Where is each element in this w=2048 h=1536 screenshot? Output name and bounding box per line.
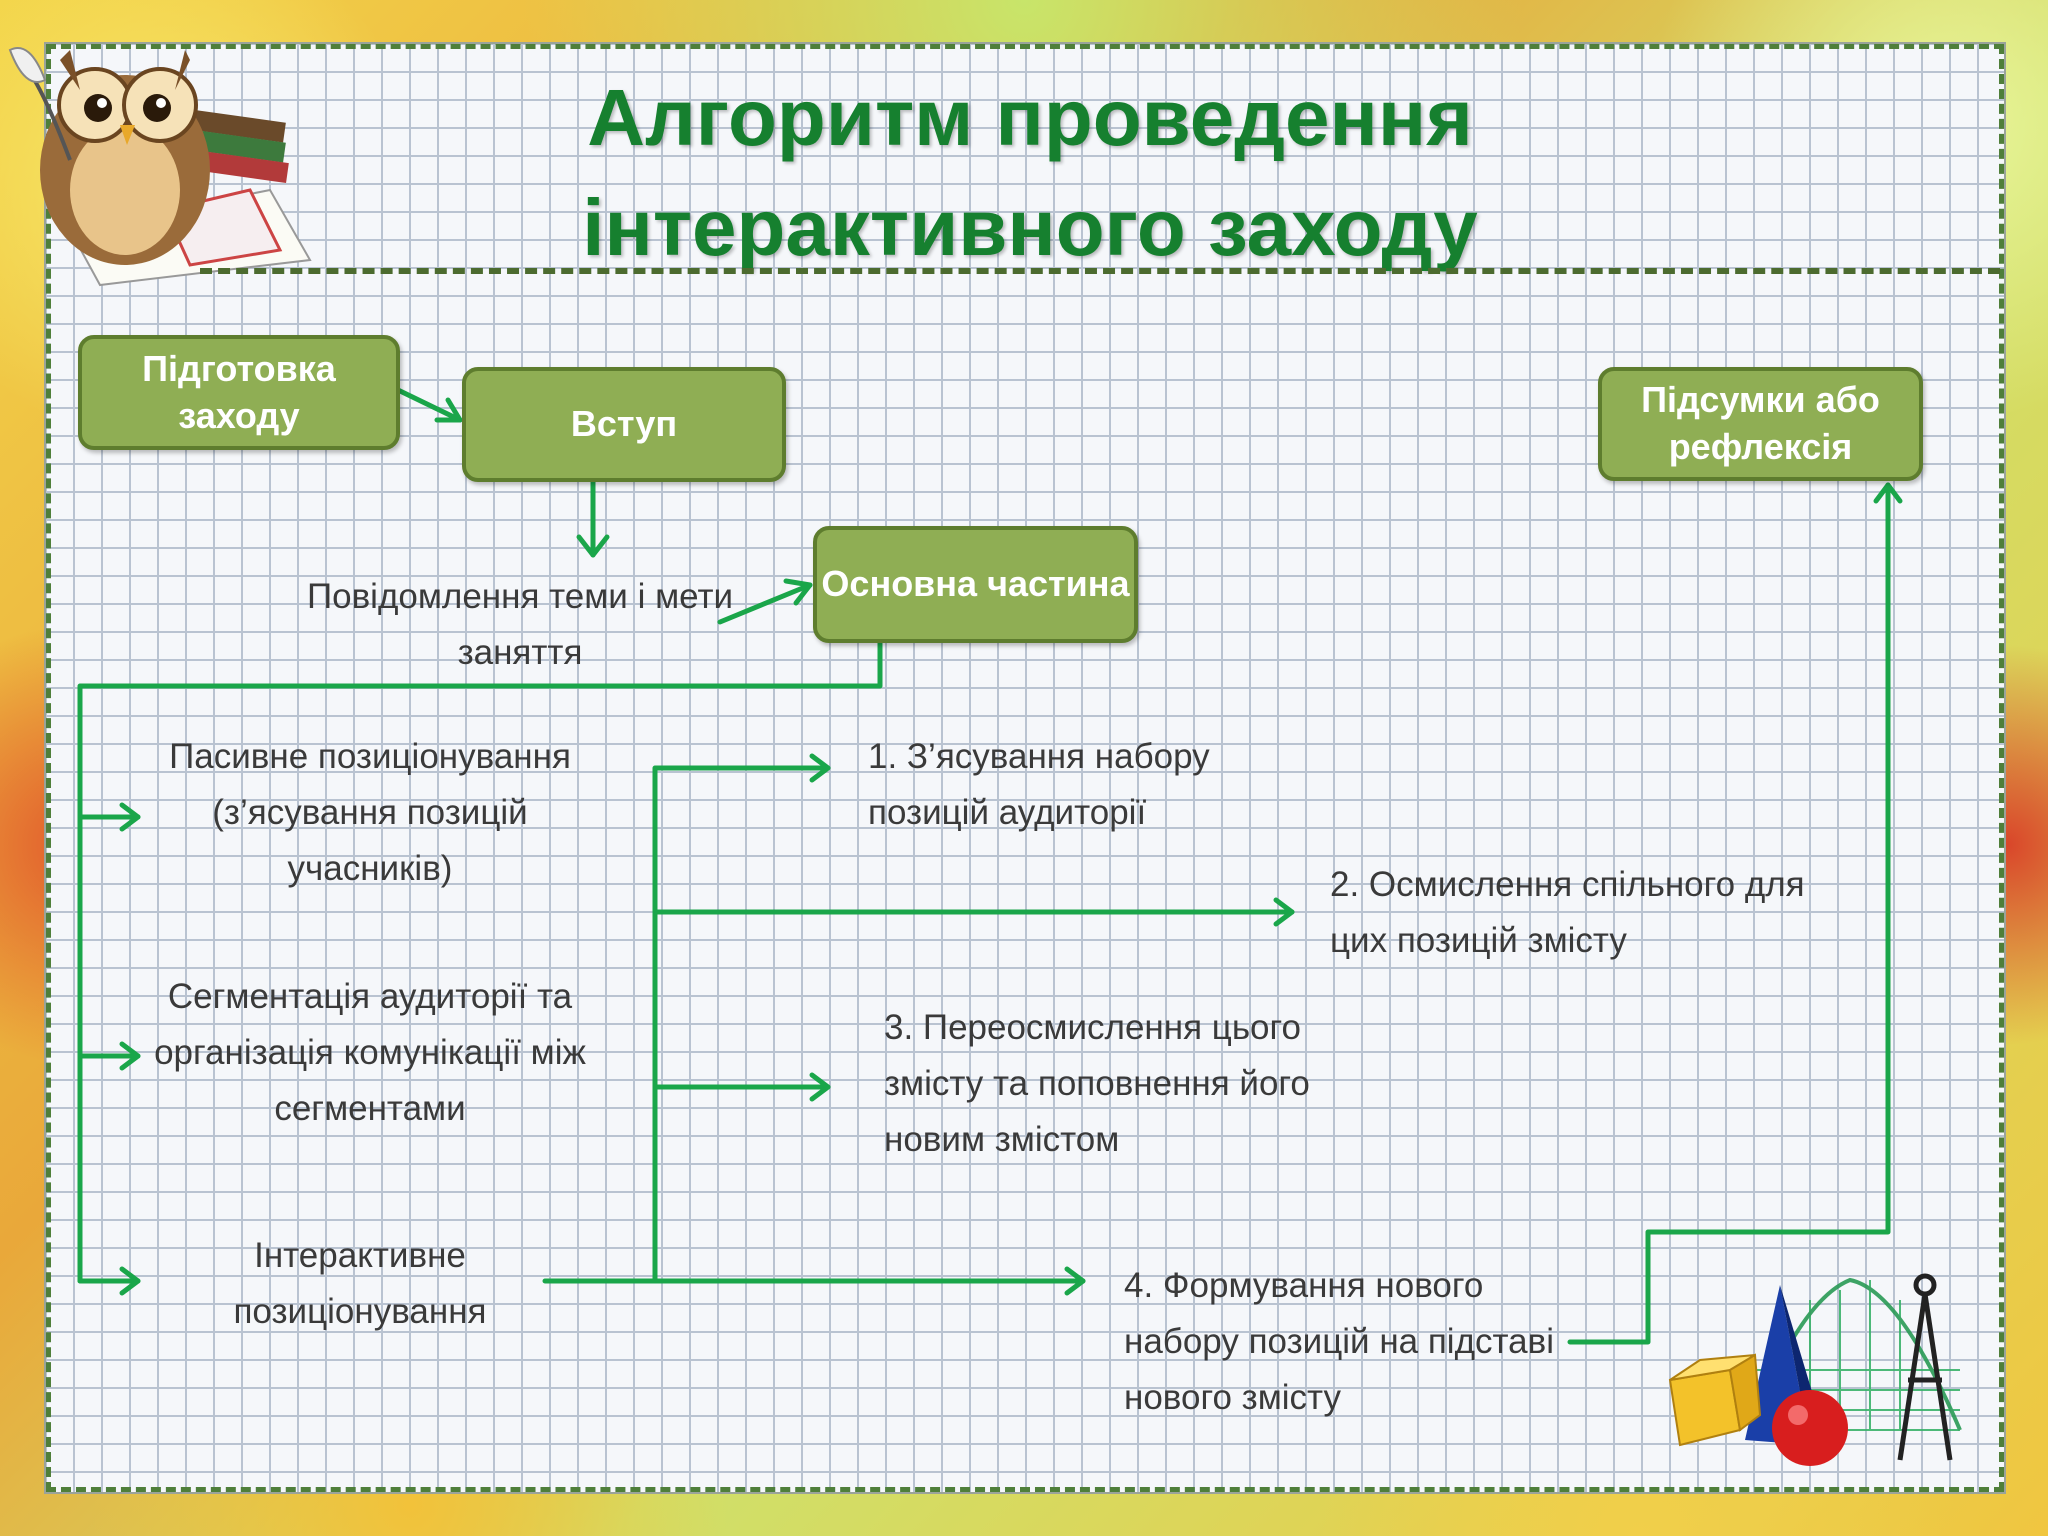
connector-main-to-branches: [77, 640, 883, 1284]
owl-icon: [8, 47, 312, 287]
arrow-preparation-to-intro: [395, 387, 463, 423]
label-topic: Повідомлення теми і мети заняття: [306, 577, 734, 672]
title-separator: [200, 268, 2000, 274]
step-1: 1. З’ясування набору позицій аудиторії: [868, 737, 1210, 832]
label-passive-positioning: Пасивне позиціонування (з’ясування позиц…: [169, 737, 571, 888]
box-preparation-label: Підготовка заходу: [142, 347, 336, 436]
arrow-topic-to-main: [717, 582, 813, 625]
label-interactive-positioning: Інтерактивне позиціонування: [233, 1236, 487, 1331]
box-intro-label: Вступ: [570, 403, 678, 445]
arrow-step4-to-summary: [1567, 482, 1891, 1345]
box-summary: Підсумки або рефлексія: [1598, 367, 1923, 481]
step-4: 4. Формування нового набору позицій на п…: [1124, 1266, 1554, 1417]
grid-board: [46, 44, 2004, 1492]
box-summary-label: Підсумки або рефлексія: [1641, 379, 1880, 467]
step-3: 3. Переосмислення цього змісту та поповн…: [884, 1008, 1310, 1159]
box-preparation: Підготовка заходу: [78, 335, 400, 450]
box-main-label: Основна частина: [821, 563, 1130, 605]
step-2: 2. Осмислення спільного для цих позицій …: [1330, 865, 1805, 960]
geometry-shapes-icon: [1668, 1273, 1962, 1466]
compass-icon: [1897, 1273, 1953, 1461]
box-intro: Вступ: [462, 367, 786, 482]
label-segmentation: Сегментація аудиторії та організація ком…: [154, 977, 586, 1128]
diagram-title-line-1: Алгоритм проведення: [587, 73, 1473, 162]
diagram-title-line-2: інтерактивного заходу: [582, 183, 1478, 272]
box-main-part: Основна частина: [813, 526, 1138, 643]
connector-step-trunk: [652, 765, 831, 1284]
